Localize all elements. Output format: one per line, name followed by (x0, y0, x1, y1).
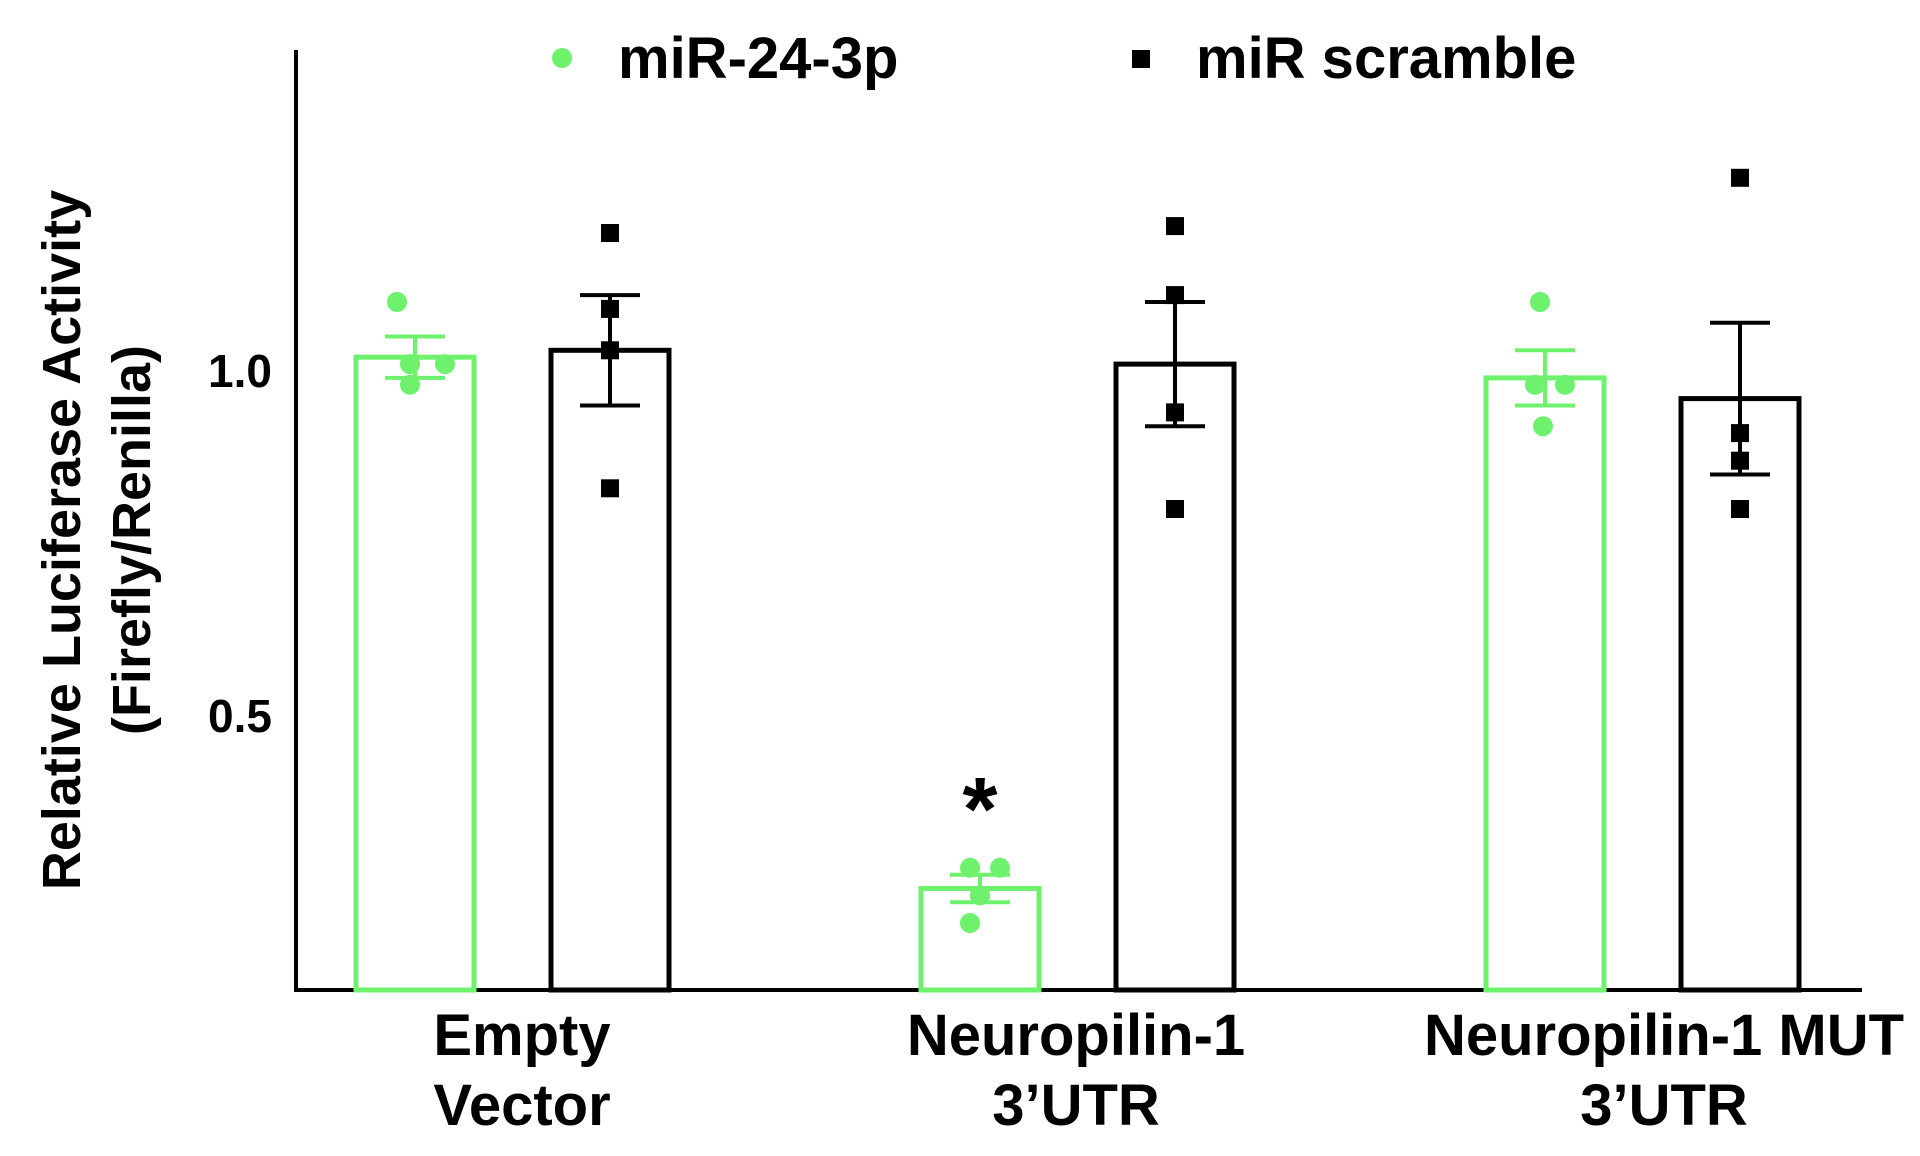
y-tick-labels: 0.5 1.0 (208, 345, 272, 742)
data-point (1166, 403, 1184, 422)
category-label-line2: 3’UTR (992, 1073, 1160, 1138)
legend-label: miR scramble (1196, 26, 1576, 91)
data-point (1731, 500, 1749, 518)
data-point (601, 299, 619, 318)
bars (353, 347, 1802, 993)
bar (1113, 361, 1237, 993)
data-point (400, 354, 420, 375)
data-point (601, 341, 619, 360)
axes (294, 50, 1862, 992)
data-point (1166, 500, 1184, 518)
data-point (1533, 416, 1553, 437)
bar (353, 354, 477, 993)
data-point (601, 224, 619, 242)
legend-marker (1132, 50, 1150, 68)
data-point (1731, 168, 1749, 187)
legend: miR-24-3p miR scramble (552, 26, 1576, 91)
data-point (1530, 292, 1550, 312)
data-point (1731, 424, 1749, 443)
data-point (1166, 286, 1184, 305)
y-tick-label: 0.5 (208, 690, 272, 742)
data-point (990, 857, 1010, 878)
data-points (387, 168, 1749, 933)
category-label-line1: Neuropilin-1 (907, 1003, 1245, 1068)
category-label-line2: 3’UTR (1580, 1073, 1748, 1138)
data-point (1525, 374, 1545, 395)
data-point (970, 885, 990, 906)
bar (1678, 396, 1802, 993)
data-point (601, 479, 619, 498)
significance-star: * (962, 760, 997, 860)
data-point (1731, 451, 1749, 470)
category-labels: EmptyVectorNeuropilin-13’UTRNeuropilin-1… (433, 1003, 1904, 1138)
data-point (1166, 217, 1184, 236)
data-point (1555, 374, 1575, 395)
y-tick-label: 1.0 (208, 345, 272, 397)
bar (548, 347, 672, 993)
category-label-line2: Vector (433, 1073, 610, 1138)
y-axis-label-line1: Relative Luciferase Activity (32, 190, 92, 890)
data-point (435, 354, 455, 375)
data-point (387, 292, 407, 312)
y-axis-label-line2: (Firefly/Renilla) (102, 345, 162, 735)
legend-label: miR-24-3p (618, 26, 898, 91)
category-label-line1: Empty (433, 1003, 610, 1068)
data-point (400, 374, 420, 395)
annotations: * (962, 760, 997, 860)
data-point (960, 857, 980, 878)
bar (1483, 375, 1607, 993)
category-label-line1: Neuropilin-1 MUT (1424, 1003, 1904, 1068)
legend-marker (552, 48, 572, 68)
data-point (960, 913, 980, 933)
